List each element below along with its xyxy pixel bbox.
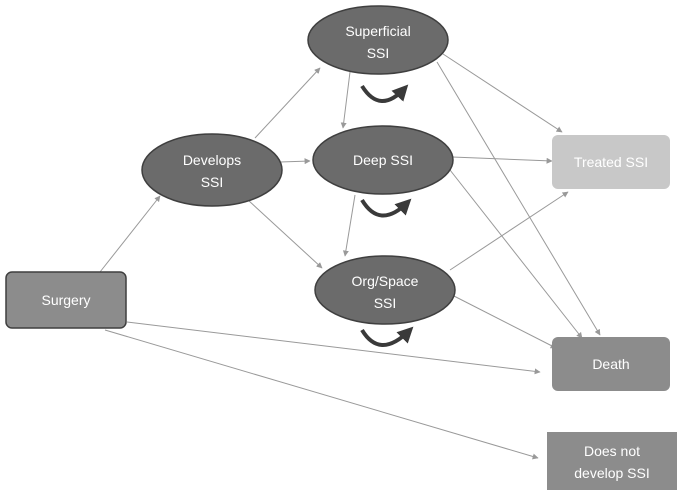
node-org-space-ssi-line2: SSI — [374, 295, 397, 311]
node-death-label: Death — [592, 356, 629, 372]
node-treated-ssi-label: Treated SSI — [574, 154, 648, 170]
node-develops-ssi-line1: Develops — [183, 152, 241, 168]
edge-surgery-to-not-develop — [104, 329, 539, 460]
edge-orgspace-to-death — [451, 294, 557, 349]
edge-deep-to-treated — [451, 156, 553, 164]
node-death: Death — [552, 337, 670, 391]
node-surgery-label: Surgery — [41, 292, 90, 308]
edge-orgspace-to-treated — [449, 191, 569, 271]
node-org-space-ssi-line1: Org/Space — [352, 273, 419, 289]
edge-develops-to-superficial — [254, 67, 321, 139]
node-deep-ssi-label: Deep SSI — [353, 152, 413, 168]
self-loop-superficial — [360, 84, 409, 103]
node-does-not-develop-ssi-line2: develop SSI — [574, 465, 650, 481]
edge-superficial-to-treated — [439, 51, 563, 133]
self-loops — [360, 84, 414, 347]
node-develops-ssi-line2: SSI — [201, 174, 224, 190]
self-loop-orgspace — [360, 326, 414, 347]
node-does-not-develop-ssi-line1: Does not — [584, 443, 640, 459]
self-loop-deep — [360, 198, 412, 218]
edge-superficial-to-death — [436, 61, 601, 336]
edge-surgery-to-develops — [99, 195, 161, 273]
edges — [99, 51, 601, 460]
node-org-space-ssi: Org/Space SSI — [314, 255, 456, 325]
edge-superficial-to-deep — [340, 71, 351, 129]
node-superficial-ssi-line2: SSI — [367, 45, 390, 61]
node-surgery: Surgery — [5, 271, 127, 329]
edge-surgery-to-death — [126, 321, 541, 375]
node-does-not-develop-ssi: Does not develop SSI — [547, 432, 677, 490]
edge-deep-to-orgspace — [342, 194, 356, 257]
node-superficial-ssi: Superficial SSI — [307, 5, 449, 75]
edge-develops-to-deep — [279, 158, 311, 165]
node-deep-ssi: Deep SSI — [312, 125, 454, 195]
edge-deep-to-death — [449, 169, 583, 339]
edge-develops-to-orgspace — [247, 199, 323, 269]
node-treated-ssi: Treated SSI — [552, 135, 670, 189]
node-develops-ssi: Develops SSI — [141, 133, 283, 207]
node-superficial-ssi-line1: Superficial — [345, 23, 410, 39]
